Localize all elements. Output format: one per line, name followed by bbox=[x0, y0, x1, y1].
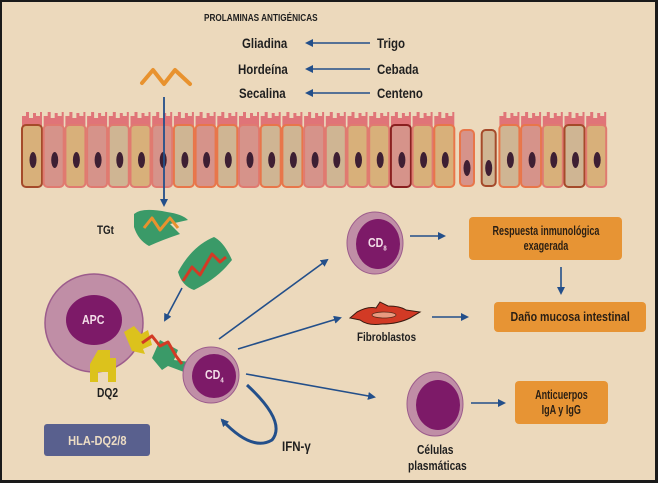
prolamin-cereal-cebada: Cebada bbox=[377, 61, 419, 77]
dq2-label: DQ2 bbox=[97, 386, 119, 400]
plasma-cells-label-line2: plasmáticas bbox=[408, 459, 467, 473]
cell-nucleus bbox=[528, 152, 536, 168]
cd8-label-main: CD bbox=[368, 236, 384, 250]
arrow-cd4-to-fibroblasts bbox=[237, 315, 342, 350]
tgt-enzyme-icon bbox=[134, 209, 188, 246]
prolamin-cereal-centeno: Centeno bbox=[377, 85, 423, 101]
cell-nucleus bbox=[268, 152, 276, 168]
cell-nucleus bbox=[441, 152, 449, 168]
cell-nucleus bbox=[138, 152, 145, 168]
cd8-cell bbox=[346, 211, 404, 275]
cell-nucleus bbox=[398, 152, 406, 168]
cd4-label: CD4 bbox=[205, 368, 224, 385]
cell-nucleus bbox=[72, 152, 80, 168]
cell-nucleus bbox=[29, 152, 37, 168]
cell-nucleus bbox=[333, 152, 341, 168]
cell-nucleus bbox=[246, 152, 254, 168]
hla-dq2-8-badge: HLA-DQ2/8 bbox=[44, 424, 150, 456]
prolamin-cereal-trigo: Trigo bbox=[377, 35, 406, 51]
cd4-cell bbox=[182, 346, 240, 404]
cd4-label-sub: 4 bbox=[220, 377, 224, 385]
arrow-complex-to-apc bbox=[164, 287, 183, 322]
cd8-label: CD8 bbox=[368, 236, 387, 253]
plasma-cells-label-line1: Células bbox=[417, 443, 454, 457]
cell-nucleus bbox=[593, 152, 601, 168]
antibodies-line1: Anticuerpos bbox=[535, 387, 588, 402]
cell-nucleus bbox=[289, 152, 297, 168]
cell-nucleus bbox=[420, 152, 428, 168]
cell-nucleus bbox=[572, 152, 579, 168]
tgt-peptide-complex-icon bbox=[178, 237, 232, 290]
intestinal-epithelium bbox=[21, 112, 608, 188]
arrow-cd4-to-cd8 bbox=[218, 258, 329, 340]
arrow-cd4-to-plasma-cells bbox=[245, 373, 376, 400]
arrow-ifn-loop bbox=[220, 383, 278, 445]
plasma-cell bbox=[406, 371, 464, 437]
cell-nucleus bbox=[355, 152, 362, 168]
hla-tcr-complex-icon bbox=[124, 326, 190, 372]
dq2-receptor-icon bbox=[90, 350, 116, 382]
cell-nucleus bbox=[181, 152, 189, 168]
antibodies-line2: IgA y IgG bbox=[541, 402, 582, 417]
cell-nucleus bbox=[224, 152, 232, 168]
prolamin-protein-hordeina: Hordeína bbox=[238, 61, 288, 77]
fibroblast-icon bbox=[348, 301, 422, 325]
gliadin-peptide-icon bbox=[140, 68, 192, 86]
cd4-label-main: CD bbox=[205, 368, 221, 382]
cd8-label-sub: 8 bbox=[383, 245, 387, 253]
prolamin-protein-gliadina: Gliadina bbox=[242, 35, 288, 51]
cell-nucleus bbox=[485, 160, 493, 176]
fibroblasts-label: Fibroblastos bbox=[357, 330, 417, 344]
prolamin-protein-secalina: Secalina bbox=[239, 85, 286, 101]
apc-cell bbox=[44, 273, 144, 373]
cell-nucleus bbox=[311, 152, 319, 168]
cell-nucleus bbox=[94, 152, 102, 168]
immune-response-line2: exagerada bbox=[523, 238, 568, 253]
tgt-label: TGt bbox=[97, 223, 114, 237]
prolamins-title: PROLAMINAS ANTIGÉNICAS bbox=[204, 13, 318, 24]
cell-nucleus bbox=[51, 152, 59, 168]
cell-nucleus bbox=[550, 152, 558, 168]
cell-nucleus bbox=[463, 160, 471, 176]
immune-response-line1: Respuesta inmunológica bbox=[492, 223, 599, 238]
hla-label: HLA-DQ2/8 bbox=[67, 432, 127, 448]
cell-nucleus bbox=[506, 152, 514, 168]
mucosal-damage-box: Daño mucosa intestinal bbox=[494, 302, 646, 332]
ifn-gamma-label: IFN-γ bbox=[282, 438, 311, 454]
mucosal-damage-label: Daño mucosa intestinal bbox=[510, 309, 630, 324]
cell-nucleus bbox=[203, 152, 211, 168]
cell-nucleus bbox=[116, 152, 124, 168]
prolamin-arrows bbox=[305, 39, 370, 97]
cell-nucleus bbox=[376, 152, 384, 168]
epithelial-cell bbox=[480, 129, 497, 187]
epithelial-cell bbox=[459, 129, 475, 187]
apc-label: APC bbox=[82, 313, 105, 327]
